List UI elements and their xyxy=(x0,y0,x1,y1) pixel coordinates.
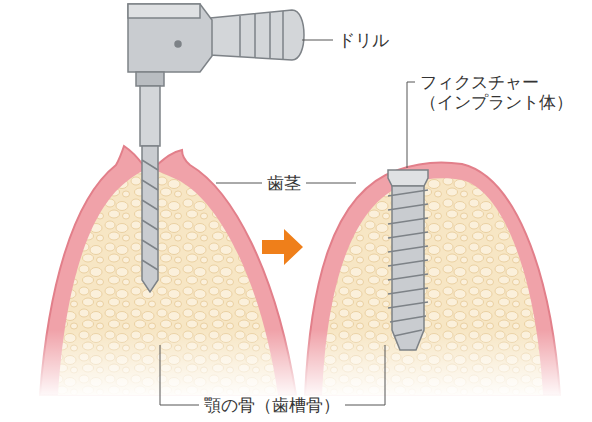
fixture xyxy=(388,170,428,350)
arrow xyxy=(262,229,303,265)
fixture-label: フィクスチャー （インプラント体） xyxy=(420,72,590,112)
bone-label: 顎の骨（歯槽骨） xyxy=(204,395,340,415)
leader-line xyxy=(407,82,415,168)
bracket-line xyxy=(345,345,385,405)
gum-label: 歯茎 xyxy=(267,173,301,193)
leader-line xyxy=(216,183,262,184)
leader-line xyxy=(306,183,356,184)
drill xyxy=(128,4,304,292)
drill-label: ドリル xyxy=(338,30,389,50)
fade xyxy=(30,330,570,400)
bracket-line xyxy=(160,345,199,405)
leader-line xyxy=(302,40,333,41)
